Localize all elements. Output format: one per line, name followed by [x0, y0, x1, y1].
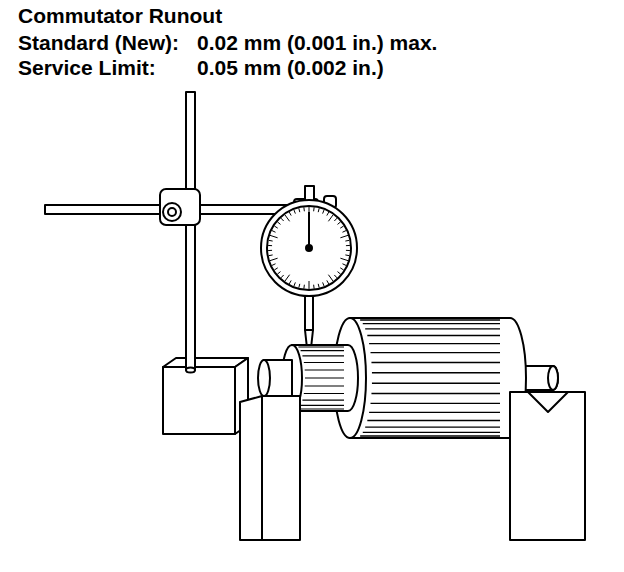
core-slot: [369, 412, 500, 413]
core-slot: [371, 352, 500, 353]
dial-tick: [313, 207, 315, 211]
commutator-segment: [304, 393, 344, 394]
commutator-segment: [305, 369, 344, 370]
dial-tick: [281, 275, 284, 278]
dial-tick: [294, 210, 295, 214]
core-slot: [367, 335, 500, 336]
v-block: [240, 392, 585, 540]
commutator-segment: [301, 405, 344, 406]
dial-tick: [274, 268, 277, 270]
dial-tick: [298, 284, 300, 288]
heading: Commutator Runout: [18, 4, 222, 28]
dial-tick: [303, 207, 305, 211]
core-slot: [371, 393, 500, 394]
dial-tick: [323, 210, 324, 214]
dial-tick: [289, 212, 291, 216]
dial-tick: [294, 282, 295, 286]
commutator-segment: [304, 362, 344, 363]
core-slot: [371, 362, 500, 363]
dial-tick: [340, 268, 343, 270]
dial-tick: [346, 245, 350, 246]
dial-tick: [272, 264, 276, 266]
commutator-segment: [298, 408, 344, 409]
dial-tick: [323, 282, 324, 286]
dial-tick: [277, 272, 280, 275]
dial-tick: [281, 218, 284, 221]
dial-tick: [309, 281, 310, 289]
core-slot: [365, 328, 500, 329]
dial-tick: [269, 254, 273, 256]
dial-tick: [345, 240, 349, 242]
commutator-segment: [298, 346, 344, 347]
core-slot: [363, 432, 500, 433]
commutator-segment: [305, 385, 344, 386]
dial-tick: [338, 222, 341, 225]
spec-value: 0.02 mm (0.001 in.) max.: [197, 31, 437, 55]
dial-tick: [334, 275, 337, 278]
commutator-segment: [302, 355, 344, 356]
dial-tick: [298, 208, 300, 212]
dial-tick: [272, 231, 276, 233]
core-slot: [369, 343, 500, 344]
dial-tick: [338, 272, 341, 275]
dial-tick: [285, 275, 290, 281]
core-slot: [360, 319, 500, 320]
dial-tick: [303, 285, 305, 289]
dial-tick: [277, 222, 280, 225]
dial-tick: [318, 284, 320, 288]
dial-tick: [270, 258, 278, 260]
core-slot: [365, 426, 500, 427]
spec-name: Service Limit:: [18, 56, 156, 80]
dial-tick: [342, 231, 346, 233]
dial-tick: [346, 250, 350, 251]
dial-tick: [318, 208, 320, 212]
core-slot: [360, 435, 500, 436]
dial-tick: [285, 215, 290, 221]
dial-tick: [268, 245, 272, 246]
dial-tick: [327, 280, 329, 284]
commutator-segment: [305, 377, 344, 378]
dial-tick: [340, 258, 348, 260]
magnetic-base: [163, 358, 248, 434]
core-slot: [372, 383, 500, 384]
dial-tick: [274, 226, 277, 228]
dial-tick: [342, 264, 346, 266]
dial-tick: [340, 235, 348, 237]
core-slot: [371, 403, 500, 404]
dial-tick: [328, 275, 333, 281]
dial-tick: [289, 280, 291, 284]
dial-tick: [313, 285, 315, 289]
stand-rod: [186, 92, 195, 373]
spec-value: 0.05 mm (0.002 in.): [197, 56, 384, 80]
dial-tick: [269, 240, 273, 242]
dial-tick: [270, 235, 278, 237]
commutator-segment: [302, 399, 344, 400]
dial-tick: [345, 254, 349, 256]
commutator-segment: [301, 350, 344, 351]
dial-tick: [268, 250, 272, 251]
spec-name: Standard (New):: [18, 31, 179, 55]
core-slot: [372, 372, 500, 373]
core-slot: [363, 323, 500, 324]
dial-tick: [334, 218, 337, 221]
core-slot: [367, 420, 500, 421]
dial-tick: [327, 212, 329, 216]
dial-tick: [340, 226, 343, 228]
dial-tick: [328, 215, 333, 221]
